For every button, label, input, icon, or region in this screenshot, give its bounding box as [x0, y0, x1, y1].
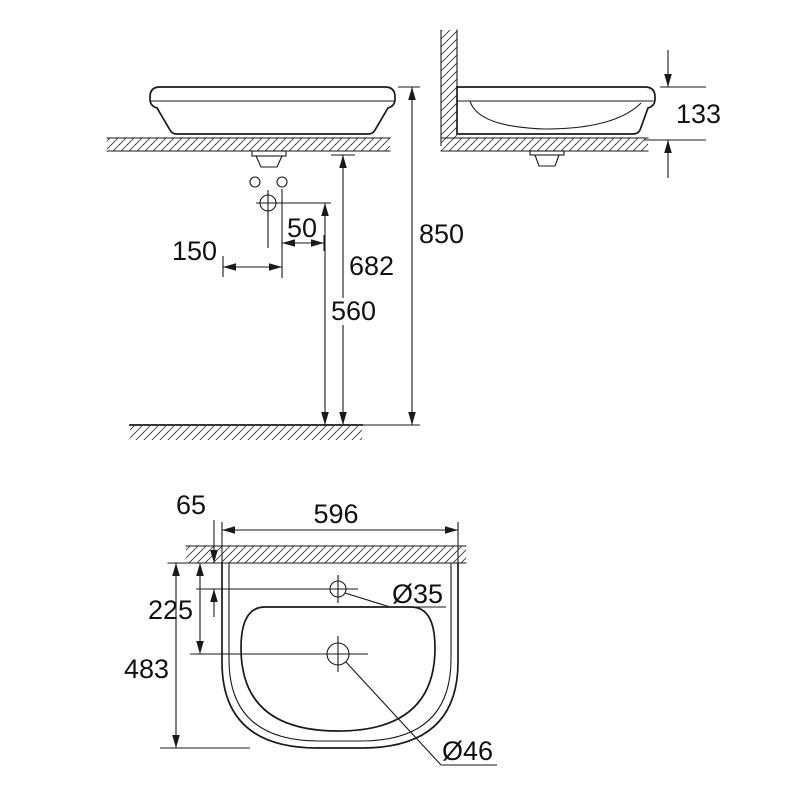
- dim-label-483: 483: [124, 654, 169, 684]
- side-shelf-hatch: [441, 138, 648, 151]
- fixing-hole-left: [249, 176, 261, 188]
- dim-label-tap-diameter: Ø35: [392, 579, 443, 609]
- drain-flange: [251, 150, 287, 157]
- dim-label-150: 150: [172, 236, 217, 266]
- side-drain-stub: [534, 154, 560, 167]
- side-drain-flange: [529, 150, 565, 156]
- dim-label-50: 50: [287, 213, 317, 243]
- front-view: 150 50 560 682 850: [106, 86, 464, 440]
- shelf-section-hatch: [107, 138, 390, 151]
- side-view: 133: [440, 29, 721, 178]
- label-bg-682: [347, 253, 409, 280]
- basin-plan-bowl: [240, 606, 436, 732]
- basin-plan-outer: [221, 562, 459, 749]
- leader-drain: [345, 661, 442, 766]
- basin-side-outline: [456, 86, 656, 135]
- fixing-hole-right: [276, 176, 288, 188]
- dim-label-596: 596: [313, 499, 358, 529]
- basin-plan-inner-rim: [228, 562, 452, 742]
- dim-label-850: 850: [419, 219, 464, 249]
- dim-label-560: 560: [331, 296, 376, 326]
- top-wall-hatch: [186, 546, 466, 563]
- dim-label-225: 225: [148, 595, 193, 625]
- basin-side-bowl-line: [469, 100, 642, 130]
- dim-label-65: 65: [176, 490, 206, 520]
- drain-stub: [255, 155, 283, 168]
- dim-label-133: 133: [676, 99, 721, 129]
- floor-hatch: [130, 426, 362, 440]
- basin-front-outline: [149, 86, 396, 135]
- top-view: 596 65 225 483 Ø35 Ø4: [124, 490, 497, 766]
- dim-label-682: 682: [349, 251, 394, 281]
- wall-section-hatch: [441, 30, 457, 138]
- dim-label-drain-diameter: Ø46: [442, 736, 493, 766]
- leader-tap-hole: [344, 592, 391, 608]
- label-bg-560: [329, 298, 391, 325]
